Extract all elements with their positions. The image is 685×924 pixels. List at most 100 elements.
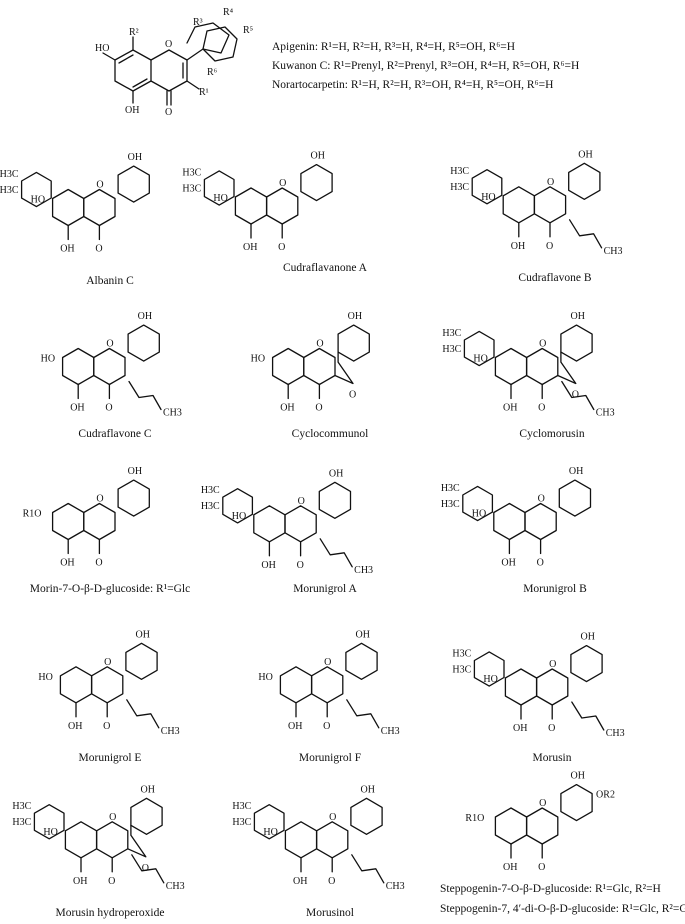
structure-morunigrol-b: OH O O OH HO H3C H3C (441, 466, 592, 569)
ring-o: O (279, 178, 286, 189)
oh-b-ring: OH (360, 784, 374, 795)
carbonyl-o: O (538, 862, 545, 873)
oh-b-ring: OH (128, 152, 142, 163)
oh-5: OH (513, 723, 527, 734)
ring-o: O (104, 657, 111, 668)
ho-7: HO (481, 192, 495, 203)
ring-o: O (329, 812, 336, 823)
core-r4-label: R⁴ (223, 7, 234, 18)
carbonyl-o: O (328, 876, 335, 887)
legend-norartocarpetin: Norartocarpetin: R¹=H, R²=H, R³=OH, R⁴=H… (272, 79, 554, 91)
ring-o: O (106, 339, 113, 350)
ring-o: O (109, 812, 116, 823)
h3c: H3C (182, 167, 201, 178)
ch3-prenyl: CH3 (381, 726, 400, 737)
ring-o: O (547, 177, 554, 188)
ch3-prenyl: CH3 (604, 246, 623, 257)
structure-morusin-hydroperoxide: OH O O OH HO H3C H3C CH3 O (12, 784, 185, 892)
cyclo-o: O (572, 390, 579, 401)
ho-7: HO (232, 511, 246, 522)
oh-5: OH (501, 558, 515, 569)
core-ring-o: O (165, 39, 172, 50)
core-legend: Apigenin: R¹=H, R²=H, R³=H, R⁴=H, R⁵=OH,… (272, 38, 579, 95)
ch3-prenyl: CH3 (166, 881, 185, 892)
caption-morunigrol-e: Morunigrol E (78, 752, 142, 764)
or2: OR2 (596, 790, 615, 801)
oh-5: OH (511, 241, 525, 252)
oh-5: OH (70, 403, 84, 414)
h3c-2: H3C (0, 185, 19, 196)
oh-b-ring: OH (570, 771, 584, 782)
ring-o: O (316, 339, 323, 350)
carbonyl-o: O (546, 241, 553, 252)
cyclo-o: O (142, 863, 149, 874)
h3c-2: H3C (232, 817, 251, 828)
carbonyl-o: O (105, 403, 112, 414)
oh-b-ring: OH (580, 632, 594, 643)
oh-b-ring: OH (570, 311, 584, 322)
carbonyl-o: O (323, 721, 330, 732)
ho-7: HO (213, 193, 227, 204)
h3c-2: H3C (442, 344, 461, 355)
ring-o: O (539, 798, 546, 809)
carbonyl-o: O (278, 242, 285, 253)
h3c: H3C (452, 648, 471, 659)
core-ho-7: HO (95, 43, 109, 54)
h3c: H3C (201, 485, 220, 496)
ch3-prenyl: CH3 (596, 408, 615, 419)
ho-7: HO (472, 509, 486, 520)
ring-o: O (298, 496, 305, 507)
h3c-2: H3C (452, 664, 471, 675)
oh-5: OH (60, 558, 74, 569)
oh-5: OH (73, 876, 87, 887)
ho-7: HO (31, 195, 45, 206)
caption-morusinol: Morusinol (306, 907, 354, 919)
caption-cudraflavone-b: Cudraflavone B (518, 272, 592, 284)
carbonyl-o: O (548, 723, 555, 734)
oh-b-ring: OH (569, 466, 583, 477)
ring-o: O (324, 657, 331, 668)
caption-steppogenin-glucoside: Steppogenin-7-O-β-D-glucoside: R¹=Glc, R… (440, 883, 661, 895)
legend-kuwanon-c: Kuwanon C: R¹=Prenyl, R²=Prenyl, R³=OH, … (272, 60, 580, 72)
oh-b-ring: OH (329, 468, 343, 479)
caption-cudraflavanone-a: Cudraflavanone A (283, 262, 367, 274)
cyclo-o: O (349, 390, 356, 401)
carbonyl-o: O (315, 403, 322, 414)
caption-morusin-hydroperoxide: Morusin hydroperoxide (55, 907, 165, 919)
ho-7: HO (43, 827, 57, 838)
h3c-2: H3C (182, 183, 201, 194)
legend-apigenin: Apigenin: R¹=H, R²=H, R³=H, R⁴=H, R⁵=OH,… (272, 41, 516, 53)
core-r5-label: R⁵ (243, 25, 253, 36)
h3c-2: H3C (12, 817, 31, 828)
caption-morin-glucoside: Morin-7-O-β-D-glucoside: R¹=Glc (29, 583, 191, 595)
oh-5: OH (288, 721, 302, 732)
ring-o: O (538, 494, 545, 505)
carbonyl-o: O (108, 876, 115, 887)
caption-cyclomorusin: Cyclomorusin (519, 428, 585, 440)
h3c: H3C (0, 169, 19, 180)
h3c-2: H3C (441, 499, 460, 510)
h3c-2: H3C (201, 501, 220, 512)
carbonyl-o: O (537, 558, 544, 569)
oh-5: OH (293, 876, 307, 887)
ring-o: O (549, 659, 556, 670)
ho-7: HO (251, 354, 265, 365)
ch3-prenyl: CH3 (354, 565, 373, 576)
h3c: H3C (12, 801, 31, 812)
oh-b-ring: OH (578, 149, 592, 160)
core-r3-label: R³ (193, 17, 203, 28)
ho-7: HO (38, 672, 52, 683)
h3c: H3C (441, 483, 460, 494)
oh-b-ring: OH (140, 784, 154, 795)
core-flavone-structure: R² HO OH O O R¹ R³ R⁴ R⁵ R⁶ (95, 7, 253, 118)
ho-7: HO (41, 354, 55, 365)
caption-steppogenin-diglucoside: Steppogenin-7, 4′-di-O-β-D-glucoside: R¹… (440, 903, 685, 915)
caption-cudraflavone-c: Cudraflavone C (78, 428, 152, 440)
ch3-prenyl: CH3 (163, 408, 182, 419)
